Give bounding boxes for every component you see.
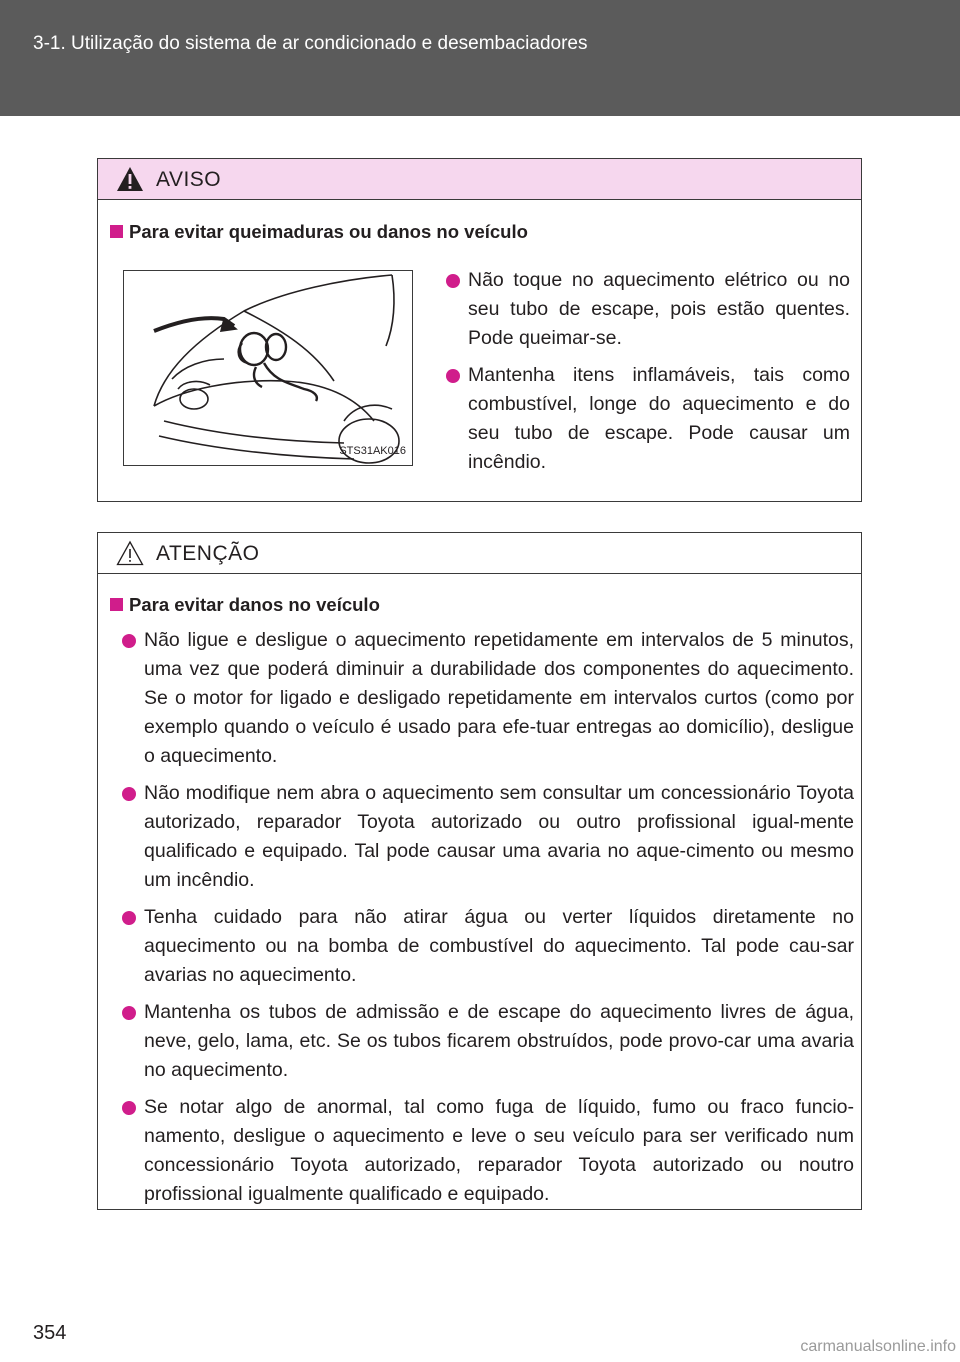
- chapter-title: 3-1. Utilização do sistema de ar condici…: [33, 33, 588, 54]
- bullet-dot-icon: [122, 1101, 136, 1115]
- warning-box-header: AVISO: [98, 159, 861, 200]
- warning-bullets: Não toque no aquecimento elétrico ou no …: [446, 266, 850, 485]
- car-heater-drawing: [153, 274, 400, 464]
- list-item: Mantenha itens inflamáveis, tais como co…: [446, 361, 850, 477]
- bullet-dot-icon: [446, 369, 460, 383]
- square-bullet-icon: [110, 598, 123, 611]
- warning-triangle-icon: [117, 167, 143, 191]
- caution-box: ATENÇÃO: [97, 532, 862, 1210]
- warning-label: AVISO: [156, 168, 222, 191]
- bullet-dot-icon: [122, 787, 136, 801]
- bullet-dot-icon: [122, 1006, 136, 1020]
- list-item: Tenha cuidado para não atirar água ou ve…: [122, 903, 854, 990]
- bullet-dot-icon: [122, 634, 136, 648]
- figure-code: STS31AK016: [339, 445, 406, 457]
- square-bullet-icon: [110, 225, 123, 238]
- list-item: Não modifique nem abra o aquecimento sem…: [122, 779, 854, 895]
- caution-box-header: ATENÇÃO: [98, 533, 861, 574]
- list-item: Mantenha os tubos de admissão e de escap…: [122, 998, 854, 1085]
- heater-illustration: STS31AK016: [123, 270, 413, 466]
- warning-section-title: Para evitar queimaduras ou danos no veíc…: [110, 221, 528, 243]
- page-number: 354: [33, 1322, 67, 1344]
- list-item: Não ligue e desligue o aquecimento repet…: [122, 626, 854, 771]
- bullet-dot-icon: [446, 274, 460, 288]
- caution-label: ATENÇÃO: [156, 542, 260, 565]
- caution-section-title: Para evitar danos no veículo: [110, 594, 380, 616]
- list-item: Se notar algo de anormal, tal como fuga …: [122, 1093, 854, 1209]
- bullet-dot-icon: [122, 911, 136, 925]
- caution-bullets: Não ligue e desligue o aquecimento repet…: [122, 626, 854, 1217]
- page-header: 3-1. Utilização do sistema de ar condici…: [0, 0, 960, 116]
- list-item: Não toque no aquecimento elétrico ou no …: [446, 266, 850, 353]
- caution-triangle-icon: [116, 540, 144, 566]
- watermark: carmanualsonline.info: [800, 1338, 956, 1355]
